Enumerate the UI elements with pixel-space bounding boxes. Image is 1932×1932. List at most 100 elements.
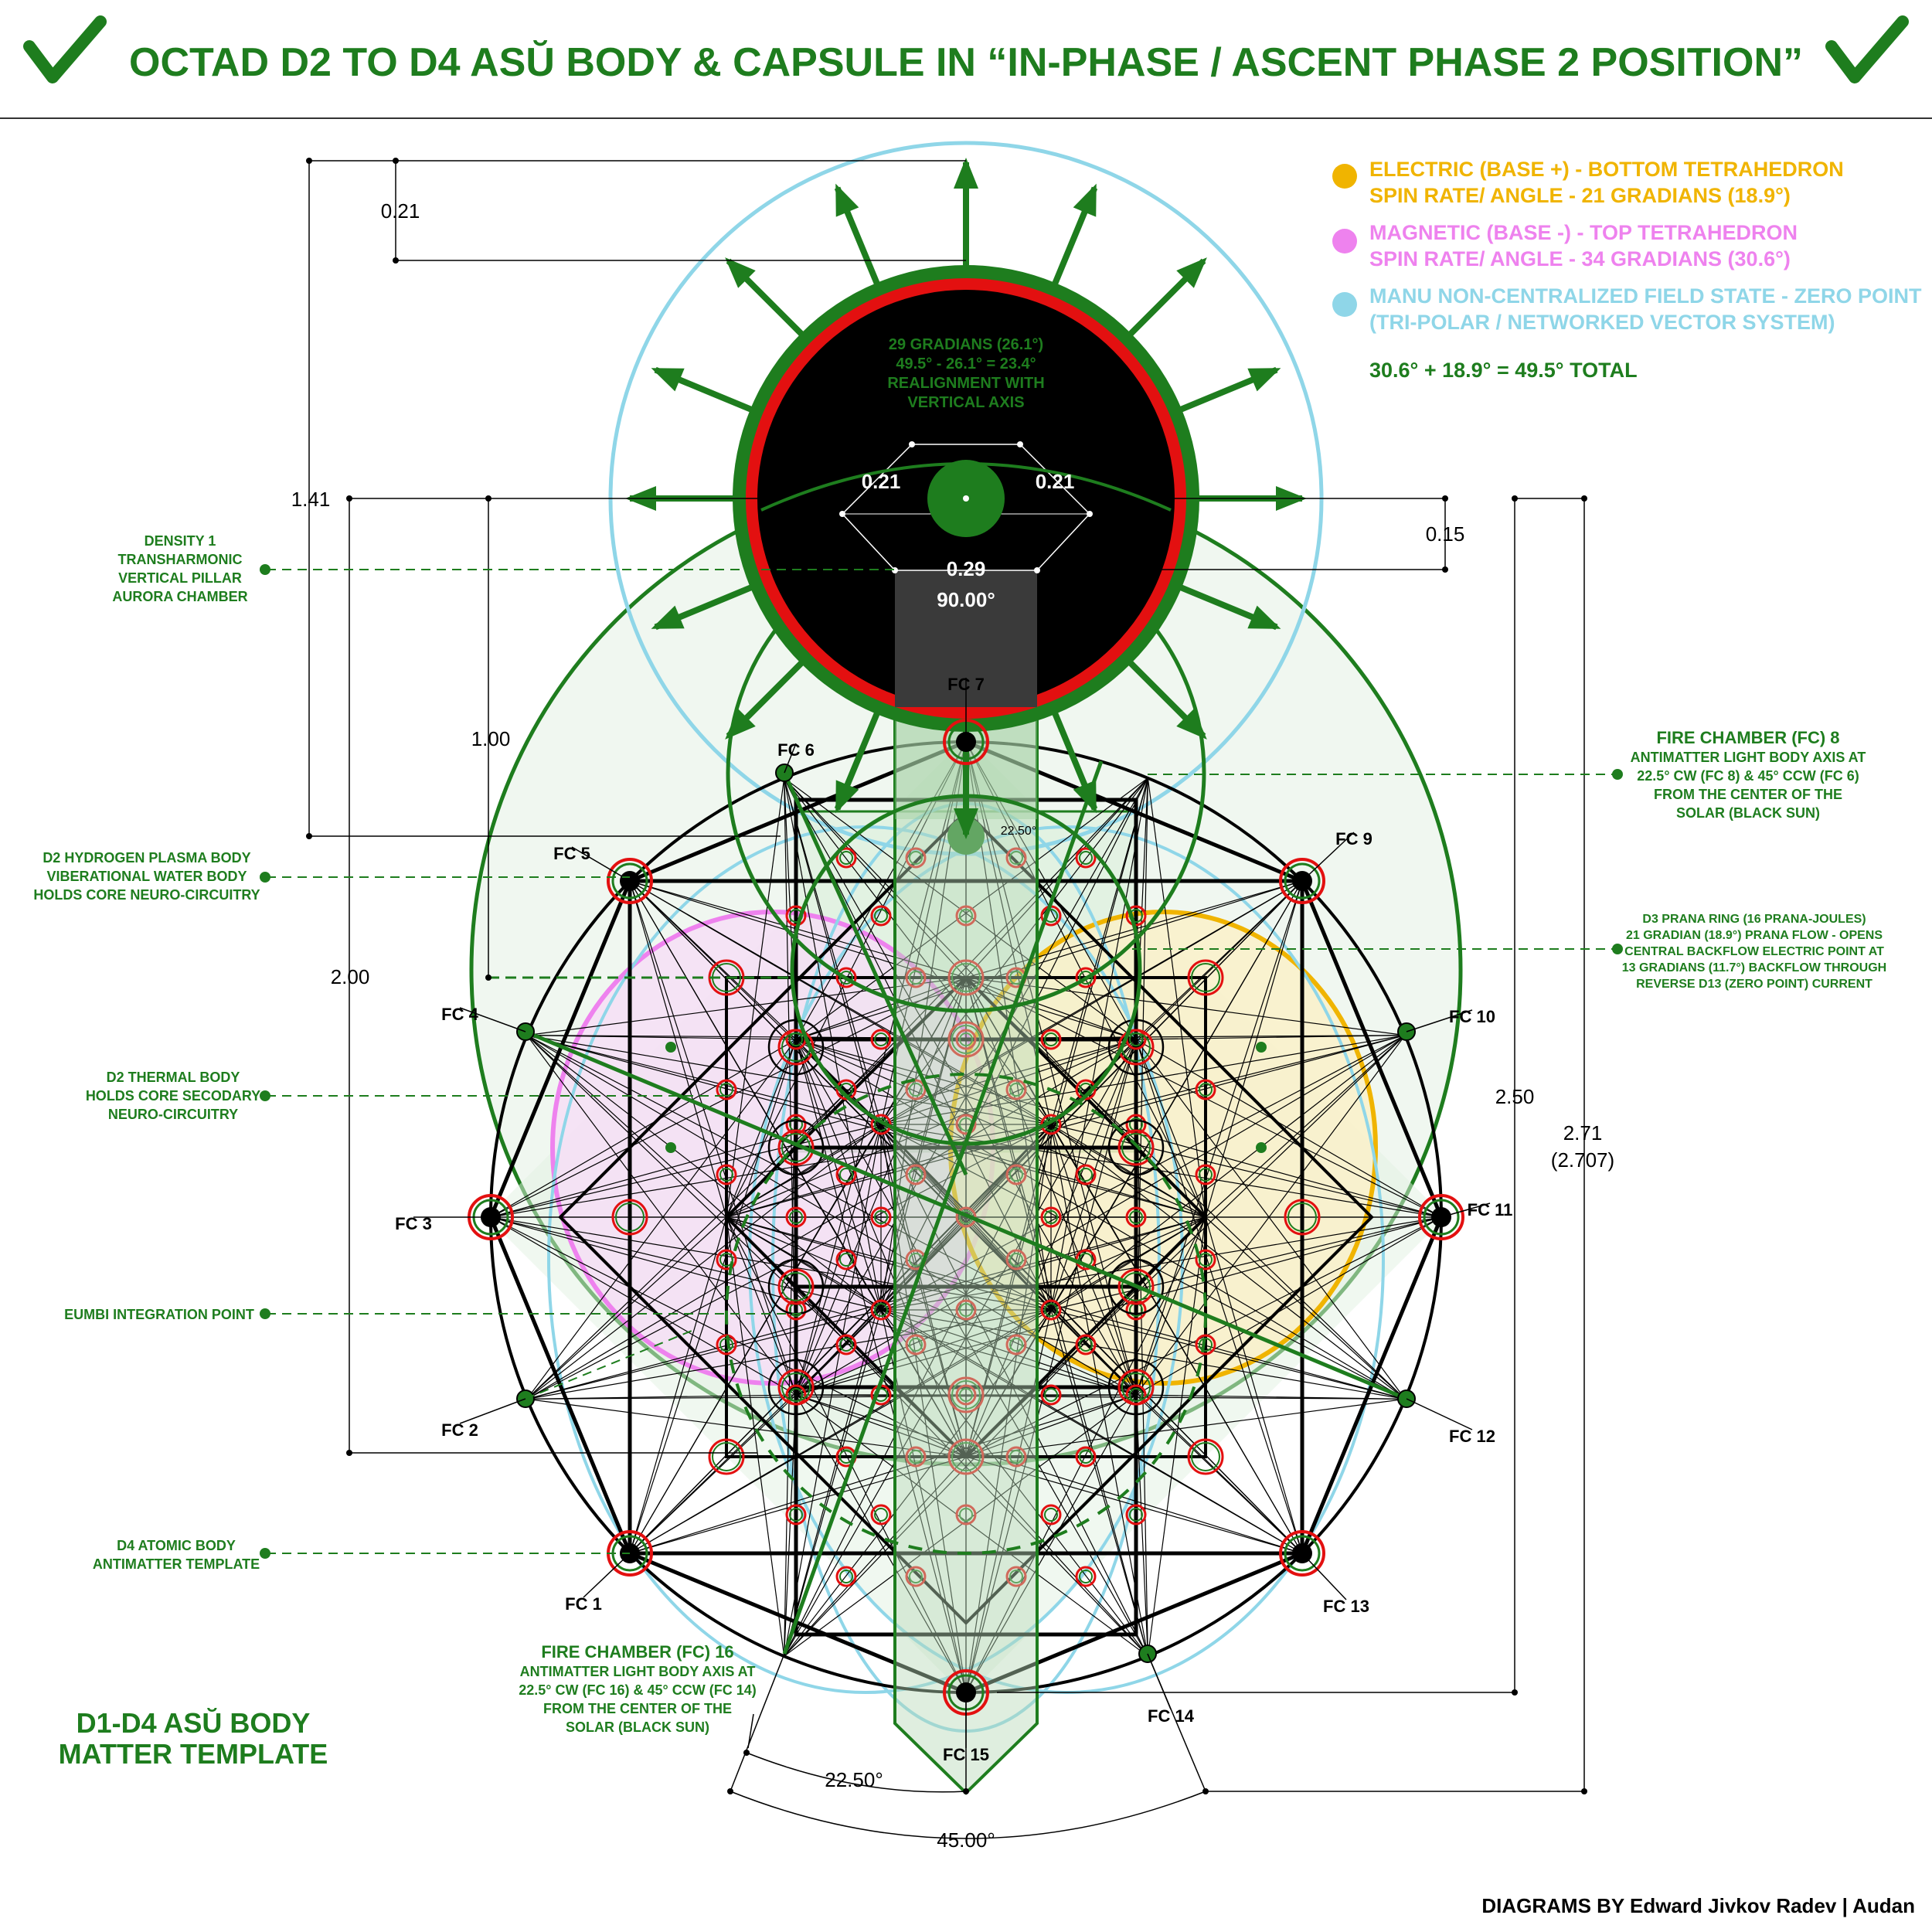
web-line <box>795 1039 1206 1218</box>
web-line <box>880 1309 1303 1554</box>
node-ring-red <box>955 1299 977 1321</box>
node-ring-green <box>909 1570 923 1583</box>
fc-leader <box>784 743 797 774</box>
web-line <box>526 1398 967 1458</box>
leader-dot <box>260 1308 270 1319</box>
node-ring-green <box>1044 1388 1058 1402</box>
web-line <box>795 1309 882 1396</box>
sun-arrow-head <box>954 158 978 189</box>
sun-arrow-head <box>954 808 978 839</box>
web-line <box>490 1124 1052 1218</box>
web-line <box>526 1035 967 1458</box>
node-ring-black <box>1107 1359 1165 1416</box>
node-ring-green <box>1121 1133 1151 1162</box>
dim-label-021: 0.21 <box>381 199 420 223</box>
node-ring-black <box>1107 1019 1165 1076</box>
fc-label: FC 10 <box>1449 1007 1495 1026</box>
fc-ring-red <box>607 858 653 904</box>
web-line <box>795 1039 967 1693</box>
web-line <box>965 1394 1137 1693</box>
node-ring-red <box>1195 1079 1216 1100</box>
web-line <box>1135 1035 1406 1396</box>
node-ring-red <box>835 1566 857 1587</box>
sun-arrow-head <box>835 780 859 814</box>
fc-ring-green <box>1423 1199 1460 1236</box>
web-line <box>795 1039 1148 1657</box>
node-ring-red <box>905 847 927 869</box>
node-ring-green <box>1044 1210 1058 1224</box>
web-line <box>795 741 967 1040</box>
web-line <box>784 1124 1052 1657</box>
fc-leader <box>1406 1398 1473 1430</box>
node-ring-green <box>1044 1303 1058 1317</box>
fc-leader <box>459 1398 526 1424</box>
node-ring-red <box>1117 1129 1155 1166</box>
node-ring-red <box>1005 1164 1027 1185</box>
dim-dot <box>963 1788 969 1794</box>
fire-chamber-markers: FC 1FC 2FC 3FC 4FC 5FC 6FC 7FC 9FC 10FC … <box>395 675 1512 1764</box>
sun-dim-center: 0.29 <box>947 557 986 580</box>
node-ring-green <box>951 1025 981 1054</box>
node-ring-red <box>955 905 977 927</box>
node-ring-green <box>1079 971 1093 985</box>
electric-legend-dot <box>1332 164 1357 189</box>
node-ring-green <box>1009 851 1023 865</box>
web-line <box>629 880 1052 1125</box>
web-line <box>1135 1394 1148 1657</box>
node-ring-black <box>1107 1258 1165 1315</box>
web-line <box>795 977 967 1040</box>
sun-arrow-head <box>651 368 685 392</box>
node-ring-green <box>1199 1083 1213 1097</box>
sun-arrows <box>625 158 1307 839</box>
node-ring-red <box>955 1029 977 1050</box>
sun-arrow-head <box>1247 368 1281 392</box>
dim-dot <box>346 495 352 502</box>
web-line <box>1050 1124 1148 1657</box>
axis-line-fc16 <box>782 760 1104 1655</box>
node-dot-green <box>665 1042 676 1053</box>
node-ring-green <box>1079 1570 1093 1583</box>
density1-label-4: AURORA CHAMBER <box>112 589 247 604</box>
node-ring-red <box>1075 847 1097 869</box>
web-line <box>526 1309 1052 1400</box>
web-line <box>629 880 727 1218</box>
check-icon <box>23 15 107 83</box>
angle-ray-left <box>730 1653 785 1792</box>
node-ring-green <box>839 971 853 985</box>
web-line <box>1205 1216 1406 1400</box>
web-line <box>490 1124 882 1218</box>
web-line <box>526 1394 1137 1400</box>
web-line <box>490 1216 1137 1396</box>
node-ring-red <box>870 1299 892 1321</box>
web-line <box>1050 1124 1137 1396</box>
dim-dot <box>346 1450 352 1456</box>
dim-label-2707: (2.707) <box>1551 1148 1614 1172</box>
node-ring-green <box>909 1083 923 1097</box>
node-ring-red <box>955 1504 977 1526</box>
sun-arrow-head <box>835 183 859 217</box>
node-ring-red <box>1187 1438 1224 1475</box>
dimension-dots <box>306 158 1587 1794</box>
fc-label: FC 3 <box>395 1214 432 1233</box>
web-line <box>1135 1216 1442 1396</box>
node-ring-red <box>870 1206 892 1228</box>
d3prana-label-2: 21 GRADIAN (18.9°) PRANA FLOW - OPENS <box>1626 929 1883 942</box>
fc16-label-4: FROM THE CENTER OF THE <box>543 1701 732 1716</box>
d3prana-label-3: CENTRAL BACKFLOW ELECTRIC POINT AT <box>1624 945 1884 958</box>
d3prana-label-4: 13 GRADIANS (11.7°) BACKFLOW THROUGH <box>1622 961 1886 975</box>
dim-dot <box>1017 441 1023 447</box>
sun-arrow-head <box>1176 257 1207 288</box>
node-ring-red <box>1040 1029 1062 1050</box>
node-ring-red <box>1075 1164 1097 1185</box>
node-ring-red <box>1075 1079 1097 1100</box>
sun-dim-angle: 90.00° <box>937 588 995 611</box>
page-title: OCTAD D2 TO D4 ASŬ BODY & CAPSULE IN “IN… <box>129 40 1803 85</box>
dim-dot <box>485 975 492 981</box>
angle-ray-right <box>1147 1653 1206 1792</box>
dim-label-100: 1.00 <box>471 727 511 750</box>
node-ring-red <box>905 1164 927 1185</box>
node-ring-red <box>835 967 857 988</box>
node-ring-green <box>874 1032 888 1046</box>
fc-label: FC 12 <box>1449 1427 1495 1446</box>
